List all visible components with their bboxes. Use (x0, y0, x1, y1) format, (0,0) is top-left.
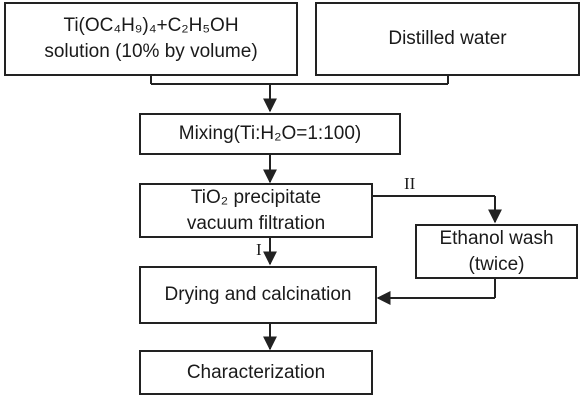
precursor-solution-box: Ti(OC₄H₉)₄+C₂H₅OH solution (10% by volum… (4, 2, 298, 76)
characterization-box: Characterization (139, 350, 373, 395)
distilled-water-label: Distilled water (388, 28, 507, 50)
ethanol-wash-label: Ethanol wash (439, 227, 554, 249)
mixing-label: Mixing(Ti:H₂O=1:100) (178, 123, 362, 145)
ethanol-wash-count: (twice) (468, 253, 525, 275)
drying-calcination-label: Drying and calcination (164, 284, 352, 306)
precipitate-label: TiO₂ precipitate (190, 186, 322, 208)
distilled-water-box: Distilled water (315, 2, 580, 76)
precursor-solution-label: solution (10% by volume) (44, 41, 258, 62)
drying-calcination-box: Drying and calcination (139, 266, 377, 324)
route-i-label: I (256, 240, 262, 259)
filtration-label: vacuum filtration (186, 212, 326, 234)
ethanol-wash-box: Ethanol wash (twice) (415, 224, 578, 279)
mixing-box: Mixing(Ti:H₂O=1:100) (139, 113, 401, 155)
route-ii-label: II (404, 174, 416, 193)
precipitate-box: TiO₂ precipitate vacuum filtration (139, 183, 373, 238)
characterization-label: Characterization (186, 361, 326, 383)
precursor-formula: Ti(OC₄H₉)₄+C₂H₅OH (63, 15, 239, 37)
